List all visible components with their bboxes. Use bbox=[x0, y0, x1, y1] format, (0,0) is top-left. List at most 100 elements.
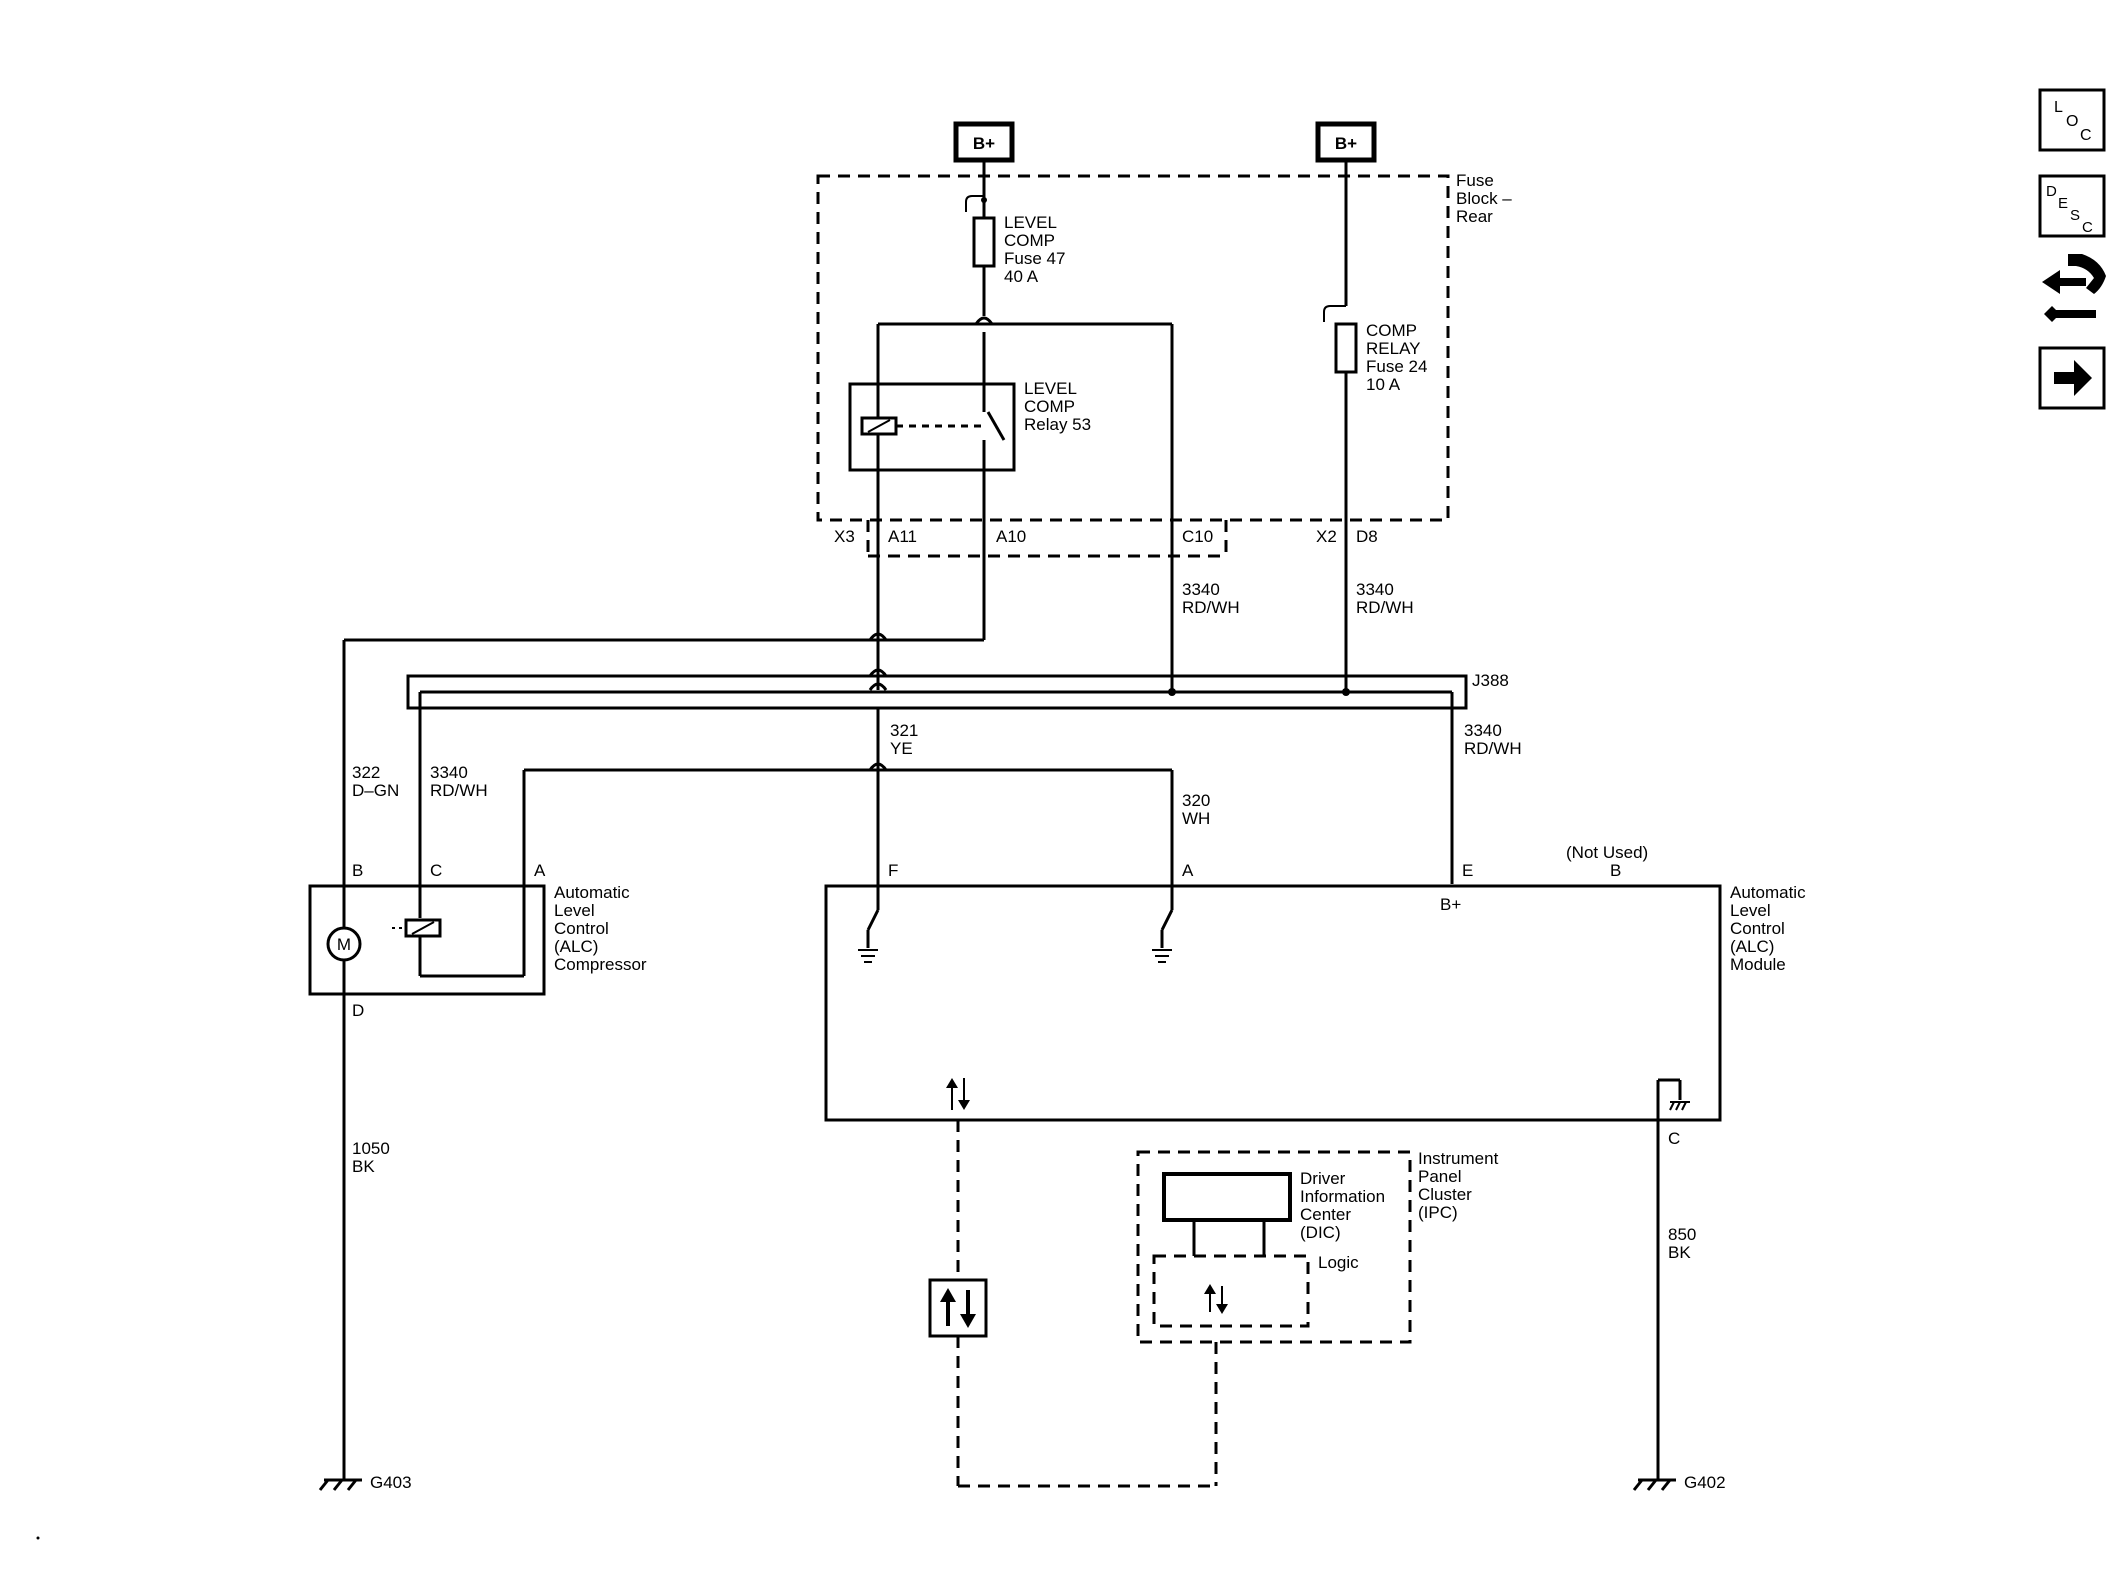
compressor-label: (ALC) bbox=[554, 937, 598, 956]
module-label: Control bbox=[1730, 919, 1785, 938]
compressor-label: Level bbox=[554, 901, 595, 920]
wire-label: 322 bbox=[352, 763, 380, 782]
wire-label: 850 bbox=[1668, 1225, 1696, 1244]
ipc-label: Panel bbox=[1418, 1167, 1461, 1186]
wiring-tool-icon[interactable] bbox=[2042, 254, 2106, 322]
fuse-block-border bbox=[816, 174, 1450, 522]
pin-label: B bbox=[352, 861, 363, 880]
wire-label: 321 bbox=[890, 721, 918, 740]
fuse-block-label: Rear bbox=[1456, 207, 1493, 226]
pin-label: B bbox=[1610, 861, 1621, 880]
wire-label: WH bbox=[1182, 809, 1210, 828]
fuse-24-label: RELAY bbox=[1366, 339, 1421, 358]
relay-switch bbox=[986, 411, 1006, 441]
desc-letter: E bbox=[2058, 195, 2068, 212]
logic-label: Logic bbox=[1318, 1253, 1359, 1272]
stray-mark bbox=[36, 1536, 40, 1540]
wire-label: YE bbox=[890, 739, 913, 758]
wire-label: RD/WH bbox=[1182, 598, 1240, 617]
fuse-24 bbox=[1334, 322, 1358, 374]
wire-label: 3340 bbox=[430, 763, 468, 782]
dic-display bbox=[1162, 1172, 1292, 1222]
relay-53-label: Relay 53 bbox=[1024, 415, 1091, 434]
pin-label: A bbox=[1182, 861, 1194, 880]
pin-label: A bbox=[534, 861, 546, 880]
alc-module bbox=[824, 884, 1722, 1122]
dic-label: Center bbox=[1300, 1205, 1351, 1224]
relay-53 bbox=[848, 382, 1016, 472]
connector-label: X3 bbox=[834, 527, 855, 546]
chassis-ground-icon bbox=[1656, 1078, 1690, 1120]
module-label: Module bbox=[1730, 955, 1786, 974]
wire-label: 320 bbox=[1182, 791, 1210, 810]
fuse-24-label: 10 A bbox=[1366, 375, 1401, 394]
fuse-47-label: 40 A bbox=[1004, 267, 1039, 286]
desc-button[interactable]: D E S C bbox=[2038, 174, 2106, 238]
connector-label: C10 bbox=[1182, 527, 1213, 546]
serial-data-box bbox=[928, 1278, 988, 1338]
compressor-label: Compressor bbox=[554, 955, 647, 974]
loc-letter: L bbox=[2054, 99, 2063, 116]
b-plus-pin-label: B+ bbox=[1440, 895, 1461, 914]
serial-data-icon bbox=[1204, 1284, 1228, 1314]
b-plus-label: B+ bbox=[1335, 134, 1357, 153]
pin-label: C bbox=[430, 861, 442, 880]
module-label: Level bbox=[1730, 901, 1771, 920]
ground-symbol-icon bbox=[858, 949, 878, 963]
connector-label: A11 bbox=[888, 527, 917, 546]
b-plus-label: B+ bbox=[973, 134, 995, 153]
fuse-47-label: LEVEL bbox=[1004, 213, 1057, 232]
wire-label: RD/WH bbox=[1464, 739, 1522, 758]
serial-data-icon bbox=[946, 1078, 970, 1110]
not-used-label: (Not Used) bbox=[1566, 843, 1648, 862]
ground-label: G403 bbox=[370, 1473, 412, 1492]
ipc-label: Cluster bbox=[1418, 1185, 1472, 1204]
dic-label: Information bbox=[1300, 1187, 1385, 1206]
fuse-block-label: Block – bbox=[1456, 189, 1512, 208]
relay-53-label: COMP bbox=[1024, 397, 1075, 416]
fuse-47-label: Fuse 47 bbox=[1004, 249, 1065, 268]
power-source-b-plus-right: B+ bbox=[1315, 121, 1377, 163]
splice-j388 bbox=[406, 674, 1468, 710]
ground-g402: G402 bbox=[1632, 1473, 1726, 1492]
pin-label: C bbox=[1668, 1129, 1680, 1148]
desc-letter: D bbox=[2046, 183, 2057, 200]
dic-label: Driver bbox=[1300, 1169, 1346, 1188]
fuse-47 bbox=[972, 216, 996, 268]
splice-label: J388 bbox=[1472, 671, 1509, 690]
logic-border bbox=[1152, 1254, 1310, 1328]
wire-label: BK bbox=[1668, 1243, 1691, 1262]
loc-button[interactable]: L O C bbox=[2038, 88, 2106, 152]
desc-letter: S bbox=[2070, 207, 2080, 224]
ground-symbol-icon bbox=[1152, 949, 1172, 963]
wire-label: BK bbox=[352, 1157, 375, 1176]
module-label: Automatic bbox=[1730, 883, 1806, 902]
connector-label: D8 bbox=[1356, 527, 1378, 546]
pin-label: F bbox=[888, 861, 898, 880]
fuse-block-label: Fuse bbox=[1456, 171, 1494, 190]
connector-label: A10 bbox=[996, 527, 1026, 546]
connector-label: X2 bbox=[1316, 527, 1337, 546]
compressor-label: Control bbox=[554, 919, 609, 938]
loc-letter: C bbox=[2080, 127, 2092, 144]
relay-53-label: LEVEL bbox=[1024, 379, 1077, 398]
alc-compressor bbox=[308, 884, 546, 996]
ground-label: G402 bbox=[1684, 1473, 1726, 1492]
wire-label: RD/WH bbox=[430, 781, 488, 800]
fuse-24-label: Fuse 24 bbox=[1366, 357, 1427, 376]
wire-label: 3340 bbox=[1464, 721, 1502, 740]
wire-label: 1050 bbox=[352, 1139, 390, 1158]
compressor-label: Automatic bbox=[554, 883, 630, 902]
wire-label: 3340 bbox=[1182, 580, 1220, 599]
arrow-right-icon bbox=[2054, 360, 2092, 396]
fuse-hook-icon bbox=[965, 195, 984, 212]
motor-label: M bbox=[337, 935, 351, 954]
next-button[interactable] bbox=[2038, 346, 2106, 410]
desc-letter: C bbox=[2082, 219, 2093, 236]
dic-label: (DIC) bbox=[1300, 1223, 1341, 1242]
wire-label: D–GN bbox=[352, 781, 399, 800]
serial-data-icon bbox=[940, 1288, 976, 1328]
ipc-border bbox=[1136, 1150, 1412, 1344]
fuse-47-label: COMP bbox=[1004, 231, 1055, 250]
